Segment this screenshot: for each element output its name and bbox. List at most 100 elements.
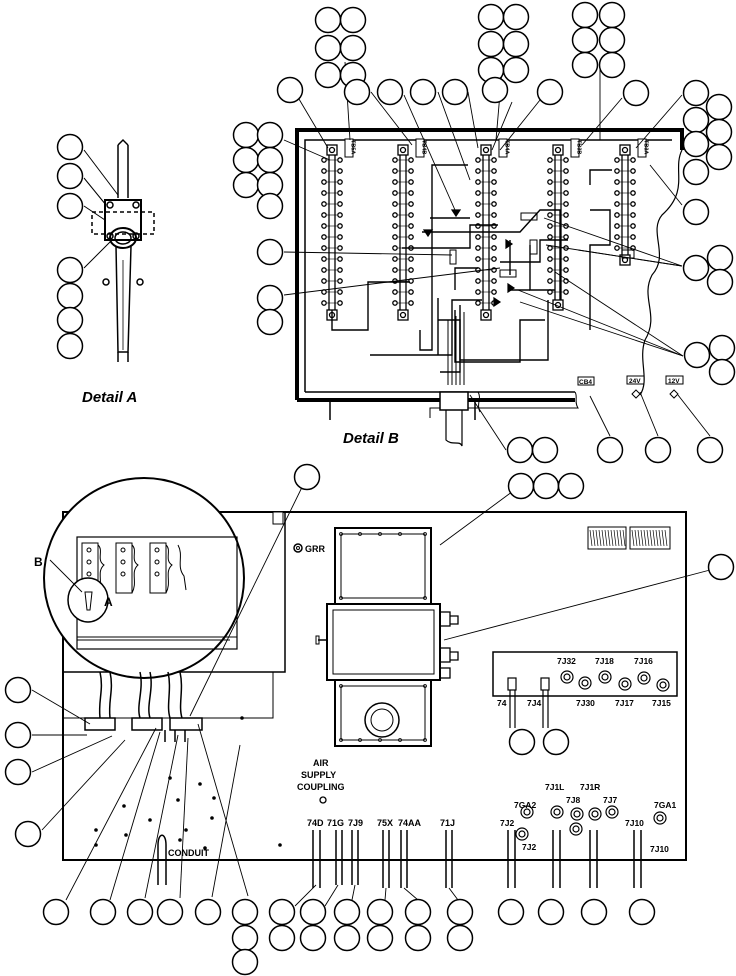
vent-slat — [637, 529, 641, 547]
vent-slat — [595, 529, 599, 547]
callout-bubble-83 — [268, 924, 296, 952]
terminal-lug — [563, 212, 569, 218]
terminal-board-cap — [619, 144, 631, 156]
callout-bubble-69 — [4, 721, 32, 749]
vent-slat — [655, 529, 659, 547]
connector-74: 74 — [497, 698, 507, 708]
terminal-lug — [337, 168, 343, 174]
callout-bubble-22 — [571, 26, 599, 54]
terminal-lug — [392, 245, 398, 251]
terminal-board-cap — [480, 309, 492, 321]
terminal-lug — [337, 300, 343, 306]
terminal-lug — [614, 157, 620, 163]
terminal-board-label: TB4A — [504, 140, 510, 154]
callout-bubble-73 — [542, 728, 570, 756]
fastener-dot — [278, 843, 282, 847]
terminal-board-screw — [328, 146, 336, 154]
terminal-lug — [630, 168, 636, 174]
terminal-lug — [321, 168, 327, 174]
terminal-lug — [408, 212, 414, 218]
callout-bubble-11 — [339, 34, 367, 62]
terminal-lug — [547, 179, 553, 185]
terminal-board-screw — [482, 146, 490, 154]
vent-slat — [634, 529, 638, 547]
terminal-lug — [630, 234, 636, 240]
callout-bubble-50 — [256, 284, 284, 312]
cable-75x: 75X — [377, 818, 393, 828]
terminal-lug — [491, 168, 497, 174]
terminal-lug — [614, 179, 620, 185]
callout-bubble-70 — [4, 758, 32, 786]
vent-slat — [664, 529, 668, 547]
callout-bubble-16 — [477, 30, 505, 58]
terminal-lug — [563, 157, 569, 163]
callout-bubble-54 — [706, 268, 734, 296]
callout-bubble-34 — [682, 79, 710, 107]
connector-7j30: 7J30 — [576, 698, 595, 708]
terminal-board-cap — [552, 299, 564, 311]
vent-slat — [604, 529, 608, 547]
terminal-lug — [392, 179, 398, 185]
fastener-dot — [124, 833, 128, 837]
callout-bubble-29 — [409, 78, 437, 106]
cable-71j: 71J — [440, 818, 455, 828]
terminal-lug — [321, 245, 327, 251]
terminal-lug — [547, 245, 553, 251]
terminal-lug — [547, 278, 553, 284]
terminal-lug — [547, 267, 553, 273]
connector-7j32: 7J32 — [557, 656, 576, 666]
vent-slat — [589, 529, 593, 547]
vent-slat — [661, 529, 665, 547]
callout-bubble-23 — [598, 26, 626, 54]
terminal-lug — [547, 223, 553, 229]
terminal-lug — [408, 300, 414, 306]
callout-bubble-51 — [256, 308, 284, 336]
callout-bubble-41 — [682, 198, 710, 226]
callout-bubble-25 — [598, 51, 626, 79]
callout-bubble-26 — [276, 76, 304, 104]
callout-bubble-65 — [557, 472, 585, 500]
terminal-board-screw — [554, 146, 562, 154]
terminal-lug — [408, 289, 414, 295]
callout-bubble-71 — [14, 820, 42, 848]
tag-12v: 12V — [668, 378, 680, 385]
terminal-lug — [337, 201, 343, 207]
terminal-board-cap — [326, 144, 338, 156]
terminal-board-cap — [480, 144, 492, 156]
terminal-lug — [491, 212, 497, 218]
vent-slat — [607, 529, 611, 547]
callout-bubble-37 — [705, 118, 733, 146]
terminal-lug — [392, 201, 398, 207]
terminal-lug — [337, 267, 343, 273]
terminal-board-label: TB4B — [421, 140, 427, 154]
callout-bubble-87 — [333, 924, 361, 952]
callout-bubble-63 — [507, 472, 535, 500]
callout-bubble-12 — [314, 61, 342, 89]
connector-7j15: 7J15 — [652, 698, 671, 708]
callout-bubble-61 — [644, 436, 672, 464]
terminal-lug — [337, 289, 343, 295]
connector-7j10-lower: 7J10 — [650, 844, 669, 854]
terminal-lug — [321, 223, 327, 229]
connector-7ga2: 7GA2 — [514, 800, 536, 810]
callout-bubble-95 — [537, 898, 565, 926]
connector-7j17: 7J17 — [615, 698, 634, 708]
terminal-lug — [337, 190, 343, 196]
callout-bubble-74 — [42, 898, 70, 926]
terminal-board-label: TB3A — [643, 140, 649, 154]
callout-bubble-44 — [232, 146, 260, 174]
terminal-lug — [321, 201, 327, 207]
air-supply-line-3: COUPLING — [297, 782, 345, 792]
callout-bubble-78 — [194, 898, 222, 926]
callout-bubble-76 — [126, 898, 154, 926]
terminal-lug — [491, 267, 497, 273]
terminal-lug — [337, 223, 343, 229]
terminal-lug — [392, 256, 398, 262]
callout-bubble-28 — [376, 78, 404, 106]
callout-bubble-43 — [256, 121, 284, 149]
callout-bubble-35 — [705, 93, 733, 121]
terminal-lug — [392, 267, 398, 273]
callout-bubble-36 — [682, 106, 710, 134]
callout-bubble-79 — [231, 898, 259, 926]
terminal-lug — [337, 245, 343, 251]
